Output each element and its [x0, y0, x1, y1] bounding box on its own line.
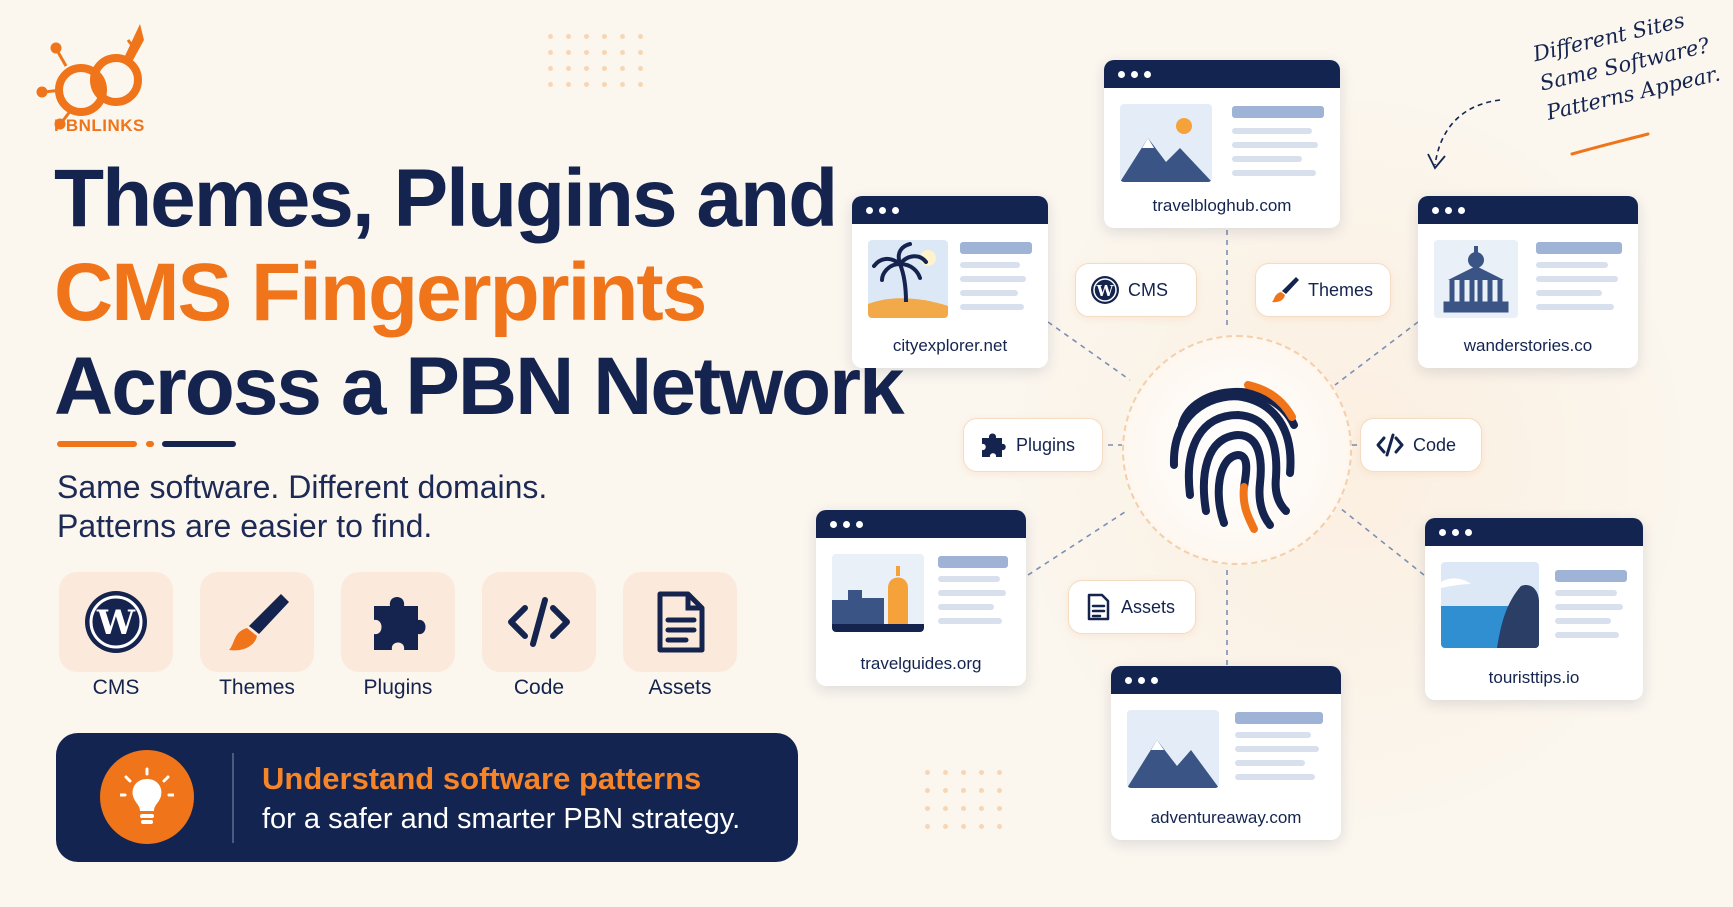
site-window-touristtips: touristtips.io	[1425, 518, 1643, 700]
feature-tile-themes	[200, 572, 314, 672]
accent-rule-orange	[57, 441, 137, 447]
feature-label-code: Code	[513, 676, 565, 699]
site-domain: travelguides.org	[860, 654, 982, 673]
coast-cliff-image-icon	[1441, 562, 1539, 648]
site-domain: travelbloghub.com	[1152, 196, 1292, 215]
window-titlebar	[1425, 518, 1643, 546]
document-icon	[657, 591, 705, 653]
feature-label-cms: CMS	[92, 676, 140, 699]
heading-line-2: CMS Fingerprints	[54, 247, 707, 338]
feature-tile-cms: W	[59, 572, 173, 672]
wordpress-icon: W	[85, 591, 147, 653]
mountain-sun-image-icon	[1120, 104, 1212, 182]
site-window-travelbloghub: travelbloghub.com	[1104, 60, 1340, 228]
heading-line-1: Themes, Plugins and	[54, 153, 838, 244]
site-domain: adventureaway.com	[1150, 808, 1302, 827]
lightbulb-icon	[100, 750, 194, 844]
chip-plugins: Plugins	[963, 418, 1103, 472]
site-window-adventureaway: adventureaway.com	[1111, 666, 1341, 840]
cta-title: Understand software patterns	[262, 761, 702, 796]
feature-label-assets: Assets	[648, 676, 712, 699]
paintbrush-icon	[229, 594, 289, 651]
chip-cms-label: CMS	[1128, 279, 1168, 300]
fingerprint-hub	[1122, 335, 1352, 565]
site-domain: cityexplorer.net	[892, 336, 1008, 355]
chip-themes: Themes	[1255, 263, 1391, 317]
window-titlebar	[1418, 196, 1638, 224]
cta-text: for a safer and smarter PBN strategy.	[262, 803, 741, 835]
feature-label-plugins: Plugins	[363, 676, 433, 699]
site-window-travelguides: travelguides.org	[816, 510, 1026, 686]
decorative-dots-top	[548, 34, 668, 94]
puzzle-icon	[982, 433, 1006, 457]
subtitle-line-2: Patterns are easier to find.	[57, 508, 433, 544]
mountains-image-icon	[1127, 710, 1219, 788]
feature-tile-plugins	[341, 572, 455, 672]
chip-assets: Assets	[1068, 580, 1196, 634]
code-icon	[1376, 433, 1404, 457]
svg-text:W: W	[96, 603, 136, 643]
temple-image-icon	[1434, 240, 1518, 318]
window-titlebar	[1104, 60, 1340, 88]
palm-tree-image-icon	[868, 240, 948, 318]
chip-assets-label: Assets	[1121, 596, 1176, 617]
pbnlinks-logo-icon	[36, 24, 144, 130]
subtitle-line-1: Same software. Different domains.	[57, 469, 548, 505]
site-window-cityexplorer: cityexplorer.net	[852, 196, 1048, 368]
cta-divider	[232, 753, 234, 843]
heading-line-3: Across a PBN Network	[54, 341, 905, 432]
puzzle-icon	[374, 597, 426, 650]
window-titlebar	[1111, 666, 1341, 694]
brand-name: PBNLINKS	[54, 116, 145, 135]
cta-banner: Understand software patterns for a safer…	[56, 733, 798, 862]
decorative-dots-bottom	[925, 770, 1035, 850]
city-buildings-image-icon	[832, 554, 924, 632]
chip-plugins-label: Plugins	[1016, 434, 1076, 455]
svg-text:W: W	[1096, 282, 1115, 300]
feature-label-themes: Themes	[219, 676, 295, 699]
chip-cms: W CMS	[1075, 263, 1197, 317]
window-titlebar	[816, 510, 1026, 538]
chip-themes-label: Themes	[1308, 279, 1374, 300]
code-icon	[508, 597, 570, 647]
wordpress-icon: W	[1091, 276, 1119, 304]
accent-rule-navy	[162, 441, 236, 447]
chip-code: Code	[1360, 418, 1482, 472]
paintbrush-icon	[1272, 277, 1299, 303]
fingerprint-icon	[1169, 381, 1298, 533]
site-domain: wanderstories.co	[1463, 336, 1593, 355]
accent-rule-dot	[146, 441, 154, 447]
site-domain: touristtips.io	[1488, 668, 1580, 687]
site-window-wanderstories: wanderstories.co	[1418, 196, 1638, 368]
feature-tile-code	[482, 572, 596, 672]
chip-code-label: Code	[1413, 434, 1457, 455]
document-icon	[1087, 593, 1110, 621]
window-titlebar	[852, 196, 1048, 224]
feature-tile-assets	[623, 572, 737, 672]
